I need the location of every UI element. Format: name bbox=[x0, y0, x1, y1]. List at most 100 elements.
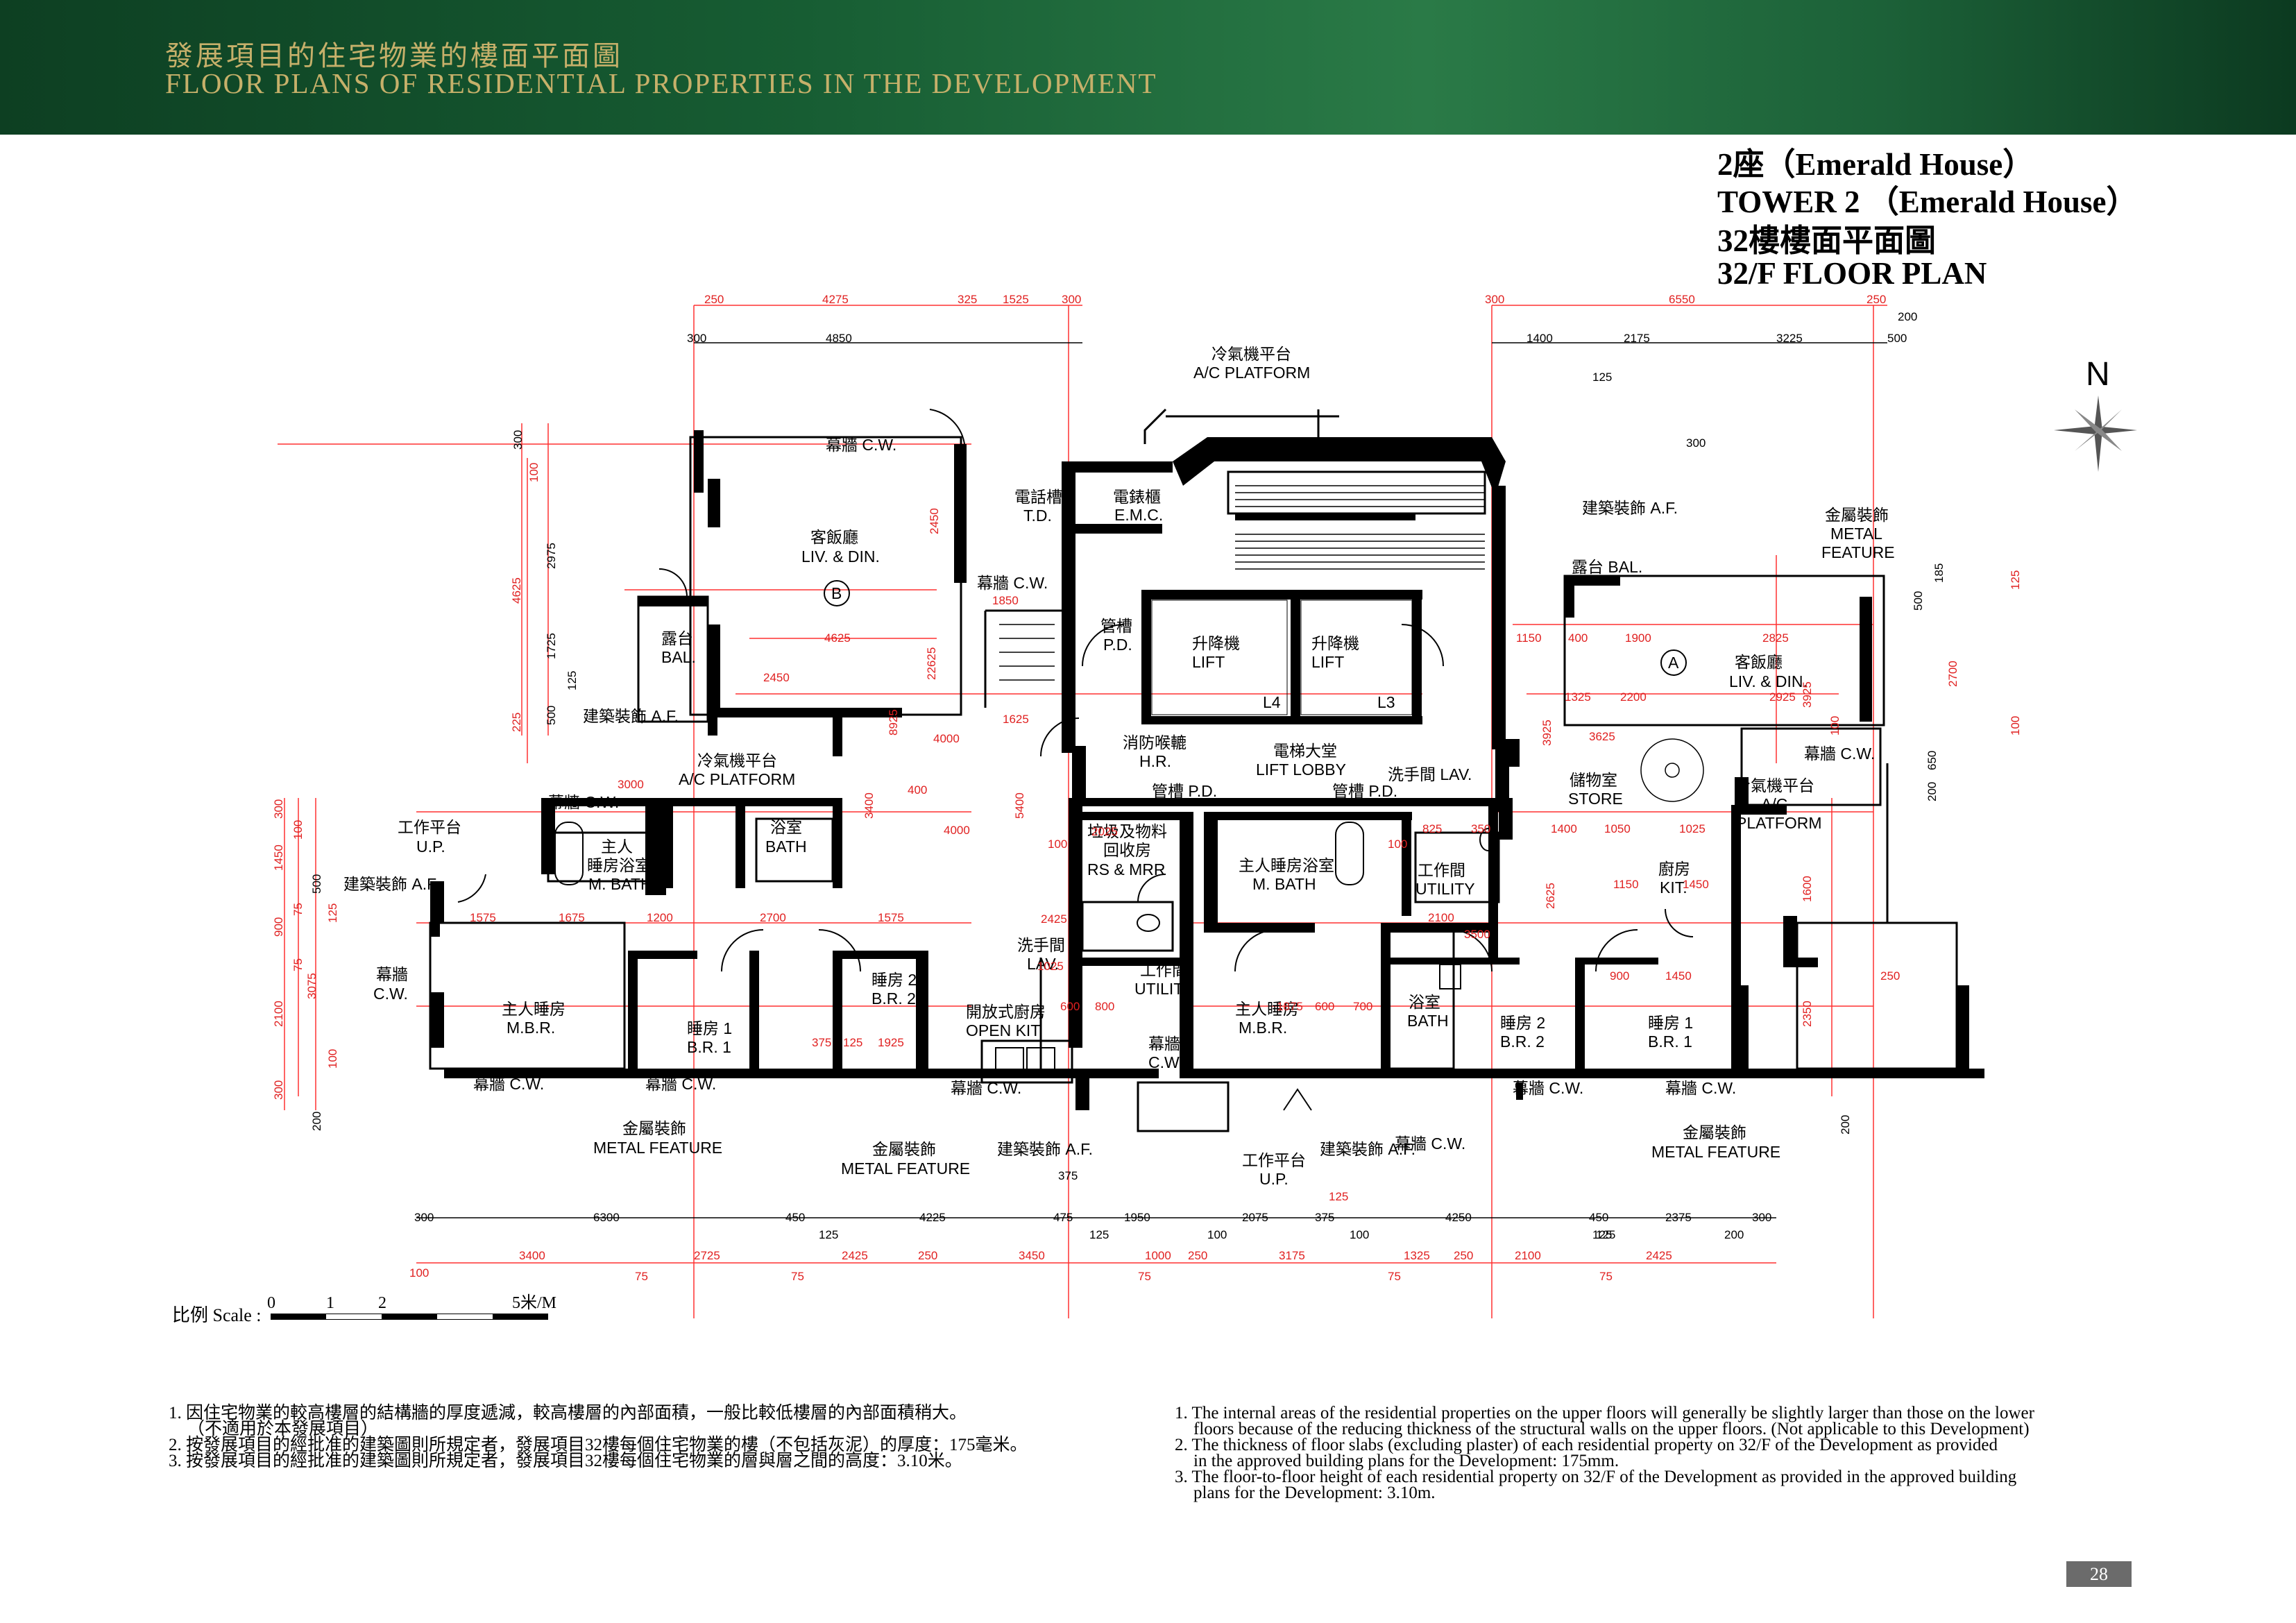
note-en-2: 2. The thickness of floor slabs (excludi… bbox=[1175, 1436, 1998, 1454]
bath-a-zh: 浴室 bbox=[1409, 993, 1440, 1011]
up-en: U.P. bbox=[416, 838, 445, 856]
svg-text:2700: 2700 bbox=[1946, 661, 1959, 687]
svg-text:2375: 2375 bbox=[1665, 1211, 1692, 1224]
svg-text:3075: 3075 bbox=[305, 973, 318, 999]
plan-title-floor-en: 32/F FLOOR PLAN bbox=[1717, 256, 1987, 291]
svg-text:600: 600 bbox=[1315, 1000, 1334, 1013]
plan-title-tower-en: TOWER 2 （Emerald House） bbox=[1717, 185, 2138, 219]
svg-text:8925: 8925 bbox=[887, 709, 900, 736]
svg-text:4250: 4250 bbox=[1445, 1211, 1472, 1224]
svg-text:300: 300 bbox=[1686, 436, 1706, 450]
svg-text:1025: 1025 bbox=[1037, 960, 1064, 973]
af-right: 建築裝飾 A.F. bbox=[1582, 499, 1678, 517]
lobby-zh: 電梯大堂 bbox=[1273, 742, 1337, 760]
cw-b-bottom-1: 幕牆 C.W. bbox=[473, 1075, 544, 1093]
mf-bottom-3-en: METAL FEATURE bbox=[1651, 1143, 1780, 1161]
svg-text:1450: 1450 bbox=[1683, 878, 1709, 891]
svg-text:250: 250 bbox=[918, 1249, 937, 1262]
note-en-2b: in the approved building plans for the D… bbox=[1193, 1452, 1619, 1470]
svg-text:2200: 2200 bbox=[1620, 690, 1647, 704]
svg-text:900: 900 bbox=[1610, 969, 1629, 983]
svg-text:1400: 1400 bbox=[1551, 822, 1577, 835]
svg-text:6550: 6550 bbox=[1669, 293, 1695, 306]
svg-text:3625: 3625 bbox=[1589, 730, 1615, 743]
svg-text:300: 300 bbox=[687, 332, 706, 345]
svg-text:1950: 1950 bbox=[1124, 1211, 1150, 1224]
svg-text:200: 200 bbox=[1839, 1115, 1852, 1135]
svg-text:3925: 3925 bbox=[1540, 720, 1554, 746]
svg-text:2175: 2175 bbox=[1624, 332, 1650, 345]
mf-bottom-3-zh: 金屬裝飾 bbox=[1683, 1123, 1746, 1141]
notes-en: 1. The internal areas of the residential… bbox=[1175, 1404, 2034, 1502]
svg-text:1400: 1400 bbox=[1527, 332, 1553, 345]
svg-text:4000: 4000 bbox=[944, 824, 970, 837]
room-labels: 客飯廳 LIV. & DIN. B 客飯廳 LIV. & DIN. A 電話槽 … bbox=[343, 345, 1895, 1188]
svg-text:125: 125 bbox=[1592, 371, 1612, 384]
svg-text:185: 185 bbox=[1932, 563, 1946, 583]
liv-a-zh: 客飯廳 bbox=[1735, 653, 1783, 671]
svg-text:2425: 2425 bbox=[1646, 1249, 1672, 1262]
note-zh-1b: （不適用於本發展項目） bbox=[187, 1420, 379, 1438]
emc-en: E.M.C. bbox=[1114, 506, 1163, 524]
td-zh: 電話槽 bbox=[1014, 488, 1062, 506]
svg-text:1600: 1600 bbox=[1801, 876, 1814, 902]
svg-text:2075: 2075 bbox=[1242, 1211, 1268, 1224]
svg-text:300: 300 bbox=[1752, 1211, 1771, 1224]
svg-text:1725: 1725 bbox=[545, 633, 558, 659]
svg-text:800: 800 bbox=[1095, 1000, 1114, 1013]
svg-text:500: 500 bbox=[310, 874, 323, 894]
mf-bottom-2-en: METAL FEATURE bbox=[841, 1159, 970, 1178]
mbath-b-zh2: 睡房浴室 bbox=[587, 856, 651, 874]
bal-a: 露台 BAL. bbox=[1572, 558, 1642, 576]
svg-text:350: 350 bbox=[1471, 822, 1490, 835]
svg-text:1325: 1325 bbox=[1565, 690, 1591, 704]
lift-l4-zh: 升降機 bbox=[1192, 634, 1240, 652]
svg-text:200: 200 bbox=[1925, 782, 1939, 801]
svg-text:2725: 2725 bbox=[694, 1249, 720, 1262]
svg-text:450: 450 bbox=[1589, 1211, 1608, 1224]
store-zh: 儲物室 bbox=[1570, 771, 1617, 789]
svg-text:375: 375 bbox=[1058, 1169, 1078, 1182]
svg-text:4225: 4225 bbox=[919, 1211, 946, 1224]
br2-b-en: B.R. 2 bbox=[871, 989, 916, 1008]
svg-text:5400: 5400 bbox=[1013, 792, 1026, 819]
note-zh-3: 3. 按發展項目的經批准的建築圖則所規定者，發展項目32樓每個住宅物業的層與層之… bbox=[169, 1452, 962, 1470]
up-bottom-zh: 工作平台 bbox=[1242, 1151, 1306, 1169]
liv-b-zh: 客飯廳 bbox=[810, 528, 858, 546]
bath-b-en: BATH bbox=[765, 838, 807, 856]
hr-zh: 消防喉轆 bbox=[1123, 733, 1187, 751]
svg-text:500: 500 bbox=[1887, 332, 1907, 345]
svg-text:2100: 2100 bbox=[1428, 911, 1454, 924]
scale-tick-1: 1 bbox=[326, 1294, 334, 1312]
emc-zh: 電錶櫃 bbox=[1113, 488, 1161, 506]
lift-shaft-marks bbox=[1151, 600, 1413, 715]
svg-text:75: 75 bbox=[291, 903, 305, 916]
utility-b-zh: 工作間 bbox=[1140, 961, 1188, 979]
cw-td: 幕牆 C.W. bbox=[977, 574, 1048, 592]
svg-text:2100: 2100 bbox=[272, 1001, 285, 1027]
notes-zh: 1. 因住宅物業的較高樓層的結構牆的厚度遞減，較高樓層的內部面積，一般比較低樓層… bbox=[169, 1404, 1028, 1470]
ac-top-en: A/C PLATFORM bbox=[1193, 364, 1310, 382]
svg-text:300: 300 bbox=[1062, 293, 1081, 306]
rs-en: RS & MRR bbox=[1087, 860, 1165, 878]
svg-text:4000: 4000 bbox=[933, 732, 960, 745]
lift-l3-zh: 升降機 bbox=[1311, 634, 1359, 652]
plan-title-floor-zh: 32樓樓面平面圖 bbox=[1717, 223, 1937, 258]
svg-text:250: 250 bbox=[1188, 1249, 1207, 1262]
ac-left-en: A/C PLATFORM bbox=[679, 770, 795, 788]
left-vertical-dimensions: 4625 2975 1725 300 100 225 500 125 300 1… bbox=[272, 430, 1026, 1131]
sanitary-fixtures bbox=[554, 822, 1497, 1073]
af-left: 建築裝飾 A.F. bbox=[583, 707, 679, 725]
svg-text:300: 300 bbox=[511, 430, 525, 450]
mbath-a-zh: 主人睡房浴室 bbox=[1239, 856, 1334, 874]
cw-a-right: 幕牆 C.W. bbox=[1804, 745, 1875, 763]
ac-right-en: A/C bbox=[1761, 795, 1787, 813]
td-en: T.D. bbox=[1023, 507, 1052, 525]
scale-bar: 0 1 2 5米/M bbox=[267, 1293, 556, 1320]
af-bottom-2: 建築裝飾 A.F. bbox=[1320, 1140, 1415, 1158]
mbath-b-en: M. BATH bbox=[588, 875, 652, 893]
right-vertical-dimensions: 3925 2700 1600 2350 3925 2625 500 185 65… bbox=[1540, 563, 2022, 1135]
svg-text:250: 250 bbox=[1880, 969, 1900, 983]
svg-text:4625: 4625 bbox=[824, 631, 851, 645]
